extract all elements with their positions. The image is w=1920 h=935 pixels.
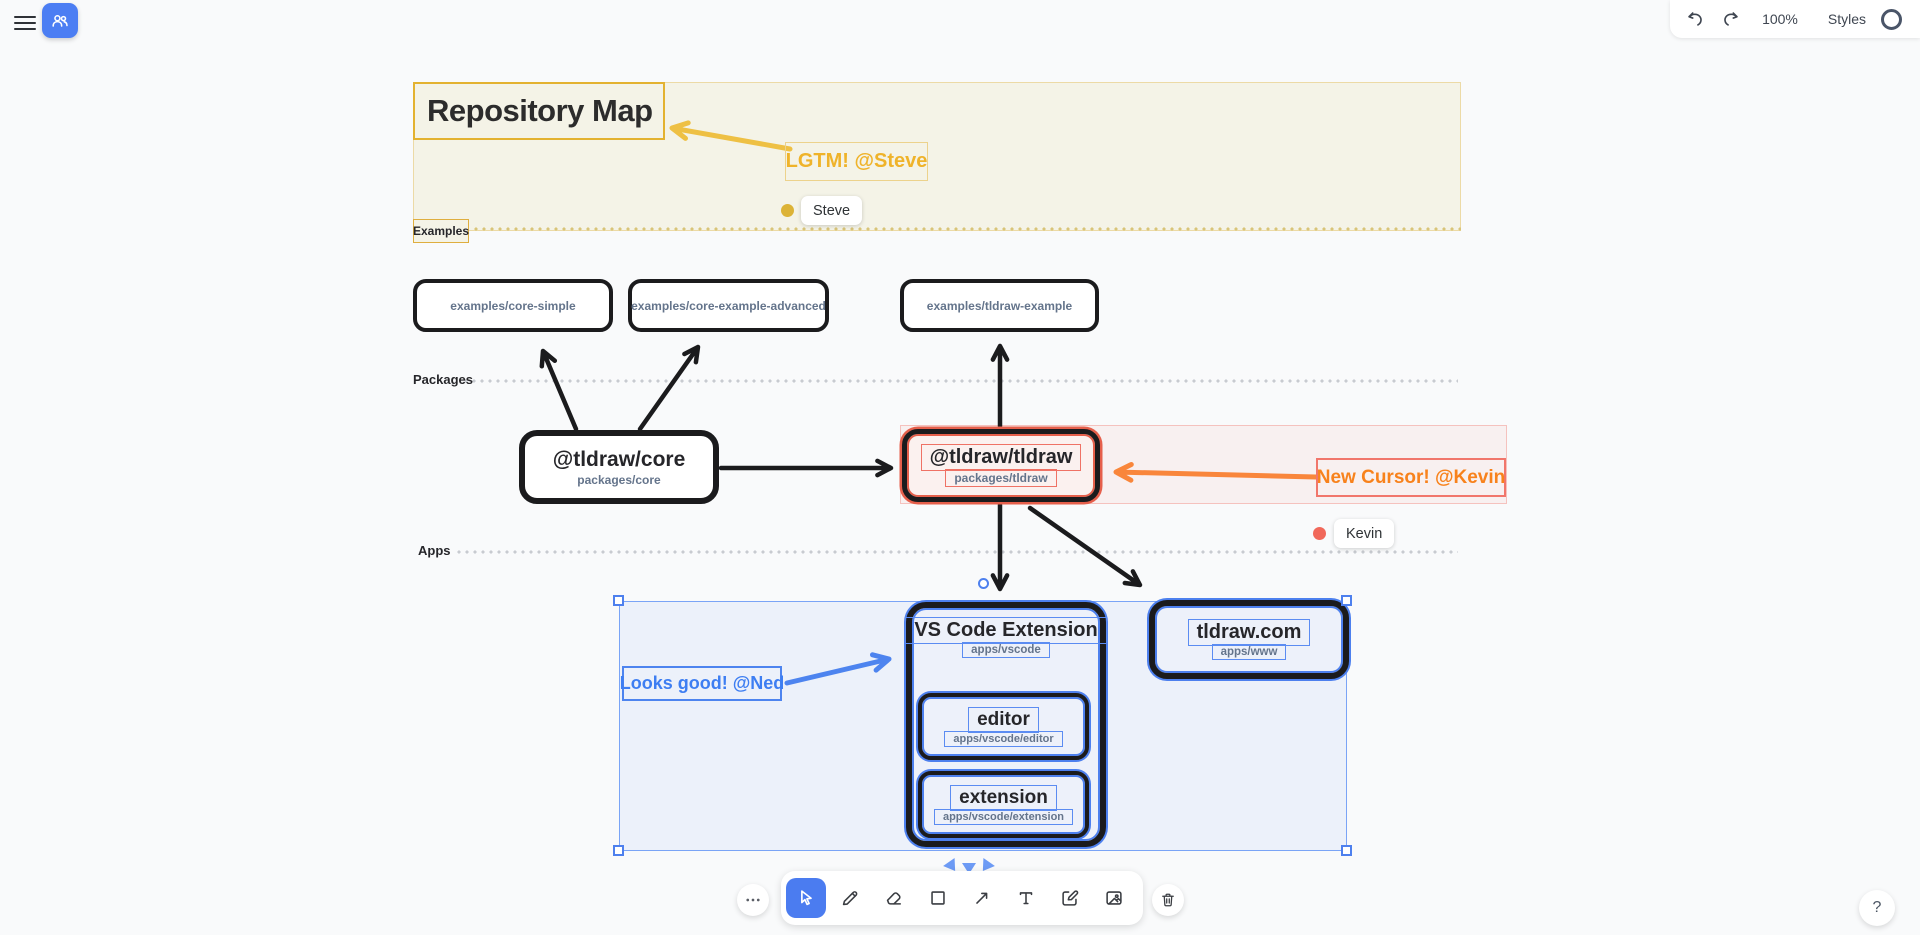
eraser-icon (886, 892, 902, 905)
question-icon: ? (1872, 899, 1882, 916)
lane-label: Examples (412, 224, 470, 238)
delete-button[interactable] (1152, 884, 1184, 916)
node-subtitle: packages/core (577, 472, 661, 487)
tool-image[interactable] (1094, 878, 1134, 918)
node-tldraw-core[interactable]: @tldraw/core packages/core (519, 430, 719, 504)
node-core-simple[interactable]: examples/core-simple (413, 279, 613, 332)
kevin-cursor-dot (1313, 527, 1326, 540)
node-tldraw-com[interactable]: tldraw.com apps/www (1149, 600, 1349, 679)
ned-note-shape[interactable]: Looks good! @Ned (619, 666, 785, 701)
node-subtitle: apps/www (1211, 644, 1287, 660)
node-title: examples/core-simple (450, 298, 576, 313)
styles-button[interactable] (1876, 4, 1906, 34)
undo-button[interactable] (1680, 4, 1710, 34)
redo-icon (1724, 12, 1738, 26)
menu-icon (14, 16, 36, 18)
styles-label[interactable]: Styles (1827, 11, 1866, 27)
node-title: editor (968, 706, 1039, 733)
steve-note-text: LGTM! @Steve (785, 150, 928, 172)
node-subtitle: apps/vscode/editor (944, 730, 1063, 747)
diagram-title-shape[interactable]: Repository Map (413, 82, 665, 140)
node-tldraw-example[interactable]: examples/tldraw-example (900, 279, 1099, 332)
node-subtitle: apps/vscode (962, 642, 1050, 658)
arrow-icon (976, 892, 988, 904)
node-title: examples/core-example-advanced (631, 298, 826, 313)
node-subtitle: packages/tldraw (945, 469, 1057, 487)
rectangle-icon (931, 891, 945, 905)
node-extension[interactable]: extension apps/vscode/extension (918, 771, 1089, 838)
selection-handle-top-right[interactable] (1341, 595, 1352, 606)
undo-icon (1688, 12, 1702, 26)
note-edit-icon (1062, 890, 1079, 906)
more-icon (746, 898, 760, 902)
collaboration-button[interactable] (42, 3, 78, 38)
page-title: Repository Map (427, 93, 653, 128)
node-editor[interactable]: editor apps/vscode/editor (918, 693, 1089, 760)
packages-lane-divider (462, 379, 1458, 383)
ned-note-text: Looks good! @Ned (619, 673, 785, 693)
ring-icon (1880, 8, 1902, 30)
clone-handle-icon[interactable] (962, 863, 976, 874)
arrow-binding-handle[interactable] (978, 578, 989, 589)
canvas-controls-panel: 100% Styles (1670, 0, 1920, 38)
steve-note-shape[interactable]: LGTM! @Steve (785, 142, 928, 181)
redo-button[interactable] (1716, 4, 1746, 34)
steve-cursor-dot (781, 204, 794, 217)
tool-text[interactable] (1006, 878, 1046, 918)
node-tldraw-tldraw[interactable]: @tldraw/tldraw packages/tldraw (902, 429, 1100, 502)
people-icon (52, 14, 68, 27)
tool-rectangle[interactable] (918, 878, 958, 918)
node-title: tldraw.com (1187, 619, 1311, 646)
pencil-icon (842, 891, 858, 906)
node-title: @tldraw/core (552, 447, 686, 471)
tool-note[interactable] (1050, 878, 1090, 918)
help-button[interactable]: ? (1859, 890, 1895, 926)
node-title: @tldraw/tldraw (920, 444, 1082, 471)
kevin-cursor-label: Kevin (1334, 519, 1395, 548)
selection-handle-bottom-right[interactable] (1341, 845, 1352, 856)
selection-handle-top-left[interactable] (613, 595, 624, 606)
select-cursor-icon (801, 890, 812, 906)
tool-draw[interactable] (830, 878, 870, 918)
tool-arrow[interactable] (962, 878, 1002, 918)
kevin-note-shape[interactable]: New Cursor! @Kevin (1316, 458, 1506, 497)
lane-tag-packages[interactable]: Packages (413, 372, 473, 387)
examples-lane-divider (472, 227, 1461, 231)
tool-eraser[interactable] (874, 878, 914, 918)
main-menu-button[interactable] (10, 8, 40, 38)
apps-lane-divider (455, 550, 1458, 554)
selection-handle-bottom-left[interactable] (613, 845, 624, 856)
more-tools-button[interactable] (737, 884, 769, 916)
trash-icon (1162, 893, 1174, 907)
node-title: examples/tldraw-example (926, 298, 1073, 313)
steve-selection-region (413, 82, 1461, 231)
lane-tag-apps[interactable]: Apps (418, 543, 451, 558)
node-subtitle: apps/vscode/extension (933, 808, 1074, 825)
tool-dock (781, 871, 1143, 925)
node-title: VS Code Extension (905, 617, 1107, 644)
tool-select[interactable] (786, 878, 826, 918)
kevin-note-text: New Cursor! @Kevin (1316, 466, 1506, 488)
node-core-example-advanced[interactable]: examples/core-example-advanced (628, 279, 829, 332)
node-title: extension (950, 784, 1057, 811)
text-icon (1019, 892, 1033, 905)
steve-cursor-label: Steve (801, 196, 863, 225)
lane-tag-examples[interactable]: Examples (413, 219, 469, 243)
zoom-level[interactable]: 100% (1752, 4, 1808, 34)
image-icon (1106, 891, 1122, 905)
